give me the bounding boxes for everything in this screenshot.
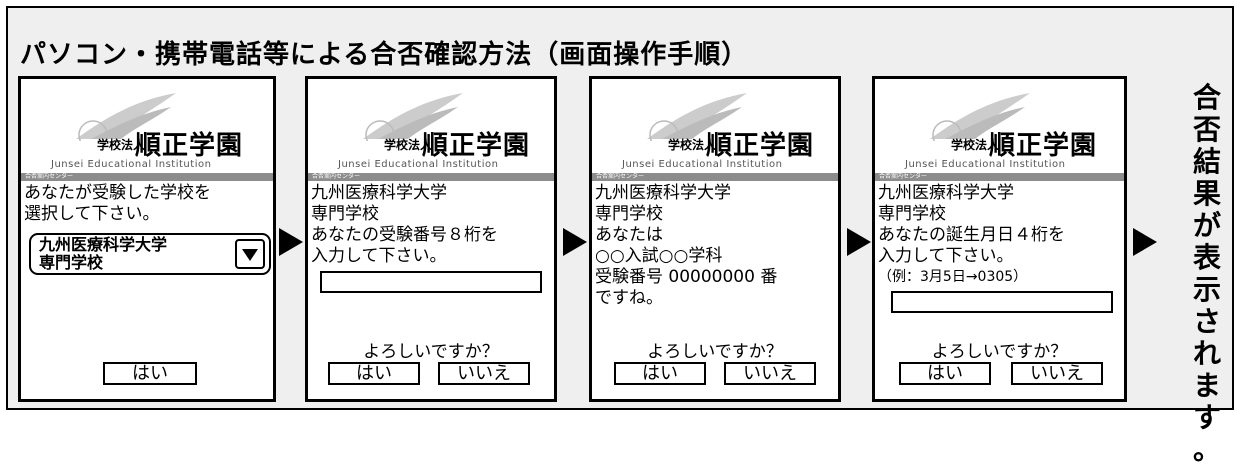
logo-org: 学校法人 <box>97 138 146 152</box>
no-button[interactable]: いいえ <box>1011 362 1103 385</box>
screen-message: あなたが受験した学校を 選択して下さい。 <box>24 183 271 225</box>
exam-number-input[interactable] <box>320 271 542 293</box>
logo-org: 学校法人 <box>668 138 717 152</box>
message-line: ですね。 <box>595 288 663 308</box>
wing-logo-icon <box>363 93 463 141</box>
info-bar: 合否案内センター <box>308 173 554 181</box>
logo-org: 学校法人 <box>384 138 433 152</box>
phone-screen-1: 学校法人 順正学園 Junsei Educational Institution… <box>18 76 276 402</box>
yes-button[interactable]: はい <box>899 362 991 385</box>
logo-name: 順正学園 <box>135 131 244 161</box>
info-bar: 合否案内センター <box>875 173 1124 181</box>
dropdown-arrow-icon[interactable] <box>235 239 265 269</box>
logo-name: 順正学園 <box>422 131 531 161</box>
birthday-input[interactable] <box>891 291 1113 313</box>
message-line: あなたは <box>595 225 663 245</box>
school-logo: 学校法人 順正学園 Junsei Educational Institution <box>308 79 554 173</box>
wing-logo-icon <box>647 93 747 141</box>
school-logo: 学校法人 順正学園 Junsei Educational Institution <box>592 79 838 173</box>
example-text: （例：3月5日→0305） <box>878 269 1028 285</box>
logo-english: Junsei Educational Institution <box>905 159 1066 170</box>
phone-screen-4: 学校法人 順正学園 Junsei Educational Institution… <box>872 76 1127 402</box>
logo-name: 順正学園 <box>706 131 815 161</box>
message-line: あなたの誕生月日４桁を <box>878 225 1065 245</box>
result-displayed-text: 合 否 結 果 が 表 示 さ れ ま す 。 <box>1192 81 1221 466</box>
wing-logo-icon <box>76 93 176 141</box>
yes-button[interactable]: はい <box>614 362 706 385</box>
school-logo: 学校法人 順正学園 Junsei Educational Institution <box>21 79 273 173</box>
step-arrow-icon <box>847 228 871 256</box>
select-value: 九州医療科学大学 専門学校 <box>39 235 168 272</box>
phone-screen-3: 学校法人 順正学園 Junsei Educational Institution… <box>589 76 841 402</box>
message-line: 九州医療科学大学 <box>311 183 447 203</box>
screen-message: 九州医療科学大学 専門学校 あなたは ○○入試○○学科 受験番号 0000000… <box>595 183 836 309</box>
screen-message: 九州医療科学大学 専門学校 あなたの受験番号８桁を 入力して下さい。 <box>311 183 552 267</box>
school-select[interactable]: 九州医療科学大学 専門学校 <box>29 233 271 275</box>
no-button[interactable]: いいえ <box>724 362 816 385</box>
logo-english: Junsei Educational Institution <box>622 159 783 170</box>
message-line: 専門学校 <box>878 204 946 224</box>
message-line: 入力して下さい。 <box>878 246 1014 266</box>
message-line: 受験番号 00000000 番 <box>595 267 778 287</box>
page-title: パソコン・携帯電話等による合否確認方法（画面操作手順） <box>20 40 749 70</box>
message-line: 九州医療科学大学 <box>878 183 1014 203</box>
yes-button[interactable]: はい <box>103 362 197 385</box>
logo-name: 順正学園 <box>989 131 1098 161</box>
phone-screen-2: 学校法人 順正学園 Junsei Educational Institution… <box>305 76 557 402</box>
message-line: 入力して下さい。 <box>311 246 447 266</box>
step-arrow-icon <box>1133 228 1157 256</box>
screen-message: 九州医療科学大学 専門学校 あなたの誕生月日４桁を 入力して下さい。 （例：3月… <box>878 183 1122 288</box>
logo-english: Junsei Educational Institution <box>51 159 212 170</box>
message-line: ○○入試○○学科 <box>595 246 723 266</box>
message-line: 九州医療科学大学 <box>595 183 731 203</box>
confirm-text: よろしいですか？ <box>931 342 1068 362</box>
yes-button[interactable]: はい <box>328 362 420 385</box>
school-logo: 学校法人 順正学園 Junsei Educational Institution <box>875 79 1124 173</box>
message-line: 専門学校 <box>595 204 663 224</box>
no-button[interactable]: いいえ <box>438 362 530 385</box>
confirm-text: よろしいですか？ <box>647 342 783 362</box>
message-line: あなたが受験した学校を <box>24 183 211 203</box>
message-line: 専門学校 <box>311 204 379 224</box>
step-arrow-icon <box>563 228 587 256</box>
confirm-text: よろしいですか？ <box>363 342 499 362</box>
message-line: あなたの受験番号８桁を <box>311 225 498 245</box>
logo-english: Junsei Educational Institution <box>338 159 499 170</box>
wing-logo-icon <box>930 93 1030 141</box>
info-bar: 合否案内センター <box>592 173 838 181</box>
step-arrow-icon <box>279 228 303 256</box>
logo-org: 学校法人 <box>951 138 1000 152</box>
message-line: 選択して下さい。 <box>24 204 160 224</box>
info-bar: 合否案内センター <box>21 173 273 181</box>
